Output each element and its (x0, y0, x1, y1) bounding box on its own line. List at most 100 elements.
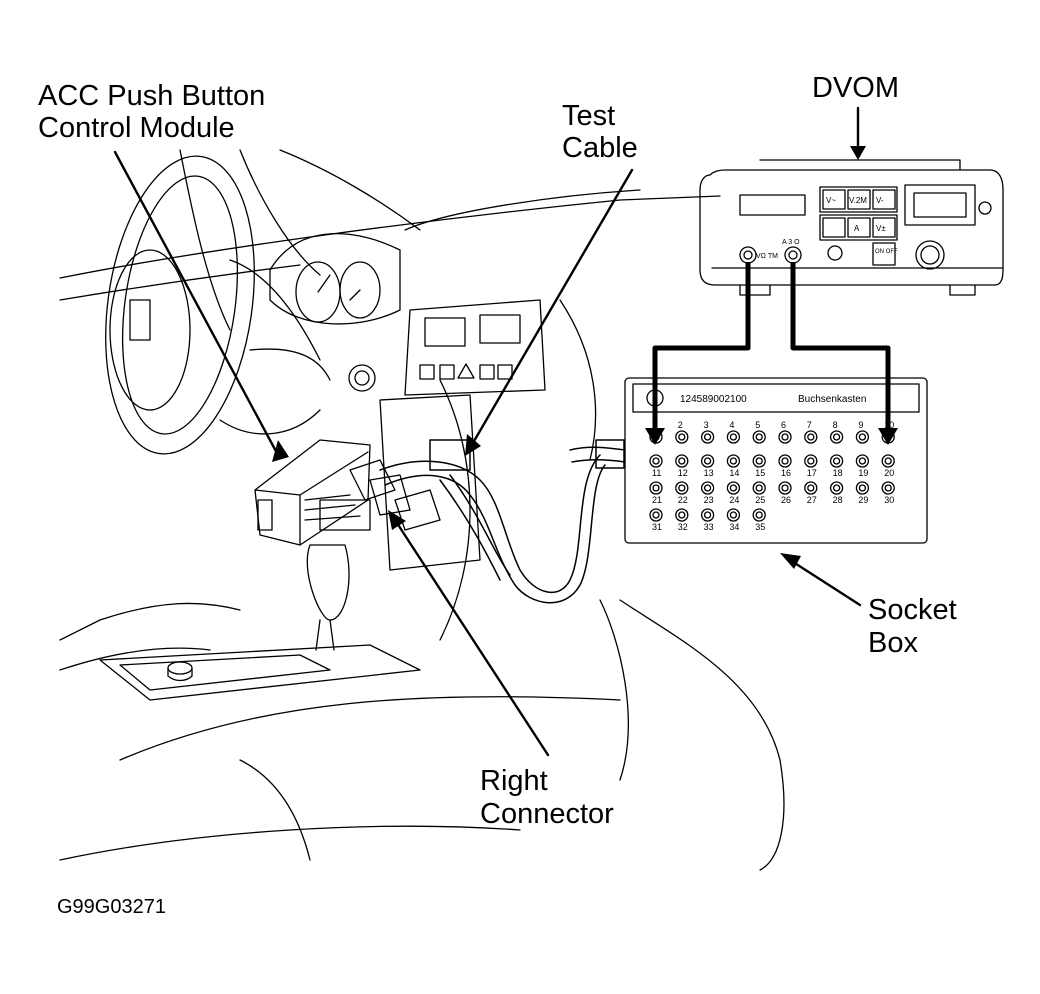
socket-number: 25 (755, 495, 765, 505)
socket-number: 29 (858, 495, 868, 505)
dvom-button-label-2: V.2M (849, 196, 867, 205)
socket-jack: 2 (675, 420, 689, 444)
socket-number: 7 (807, 420, 812, 430)
socket-jack: 14 (726, 454, 741, 478)
socket-jack: 29 (855, 481, 870, 505)
dvom-button-label-5: V± (876, 224, 886, 233)
socket-number: 18 (833, 468, 843, 478)
socket-box-part-number: 124589002100 (680, 394, 747, 405)
socket-number: 9 (858, 420, 863, 430)
socket-number: 30 (884, 495, 894, 505)
dvom-button-label-3: V- (876, 196, 884, 205)
socket-jack: 12 (675, 454, 689, 478)
socket-number: 16 (781, 468, 791, 478)
socket-number: 31 (652, 522, 662, 532)
socket-jack: 31 (649, 508, 663, 532)
socket-number: 22 (678, 495, 688, 505)
acc-leader (113, 150, 280, 457)
socket-number: 6 (781, 420, 786, 430)
socket-jack: 17 (804, 454, 818, 478)
socket-jack: 16 (778, 454, 792, 478)
socket-jack: 11 (649, 454, 663, 478)
steering-wheel (105, 155, 331, 455)
gear-shift (99, 544, 421, 701)
socket-number: 32 (678, 522, 688, 532)
socket-number: 8 (833, 420, 838, 430)
dvom-label: DVOM (812, 72, 899, 104)
socket-jack: 13 (700, 454, 715, 478)
socket-number: 12 (678, 468, 688, 478)
dvom-button-label-1: V~ (826, 196, 836, 205)
socket-jack: 20 (881, 454, 895, 478)
test-cable-label-line1: Test (562, 100, 616, 132)
center-console (348, 299, 546, 571)
socket-jack: 15 (752, 454, 766, 478)
socket-jack: 4 (726, 420, 741, 444)
acc-module-label-line2: Control Module (38, 112, 235, 144)
socket-number: 26 (781, 495, 791, 505)
socket-number: 13 (704, 468, 714, 478)
socket-number: 21 (652, 495, 662, 505)
test-cable-drawing (379, 439, 626, 604)
socket-jack: 26 (778, 481, 792, 505)
socket-number: 3 (704, 420, 709, 430)
socket-number: 14 (729, 468, 739, 478)
socket-number: 23 (704, 495, 714, 505)
dvom-power-label: ON OFF (875, 249, 898, 255)
socket-number: 35 (755, 522, 765, 532)
socket-box-label-line2: Box (868, 627, 918, 659)
socket-jack: 24 (726, 481, 741, 505)
dvom-jack-right-label: A 3 O (782, 239, 800, 246)
socket-jack: 5 (752, 420, 766, 444)
socket-number: 33 (704, 522, 714, 532)
socket-box-name: Buchsenkasten (798, 394, 866, 405)
socket-jack: 35 (752, 508, 766, 532)
socket-jack: 19 (855, 454, 870, 478)
socket-number: 17 (807, 468, 817, 478)
right-connector-label-line1: Right (480, 765, 548, 797)
socket-number: 19 (858, 468, 868, 478)
socket-jack: 30 (881, 481, 895, 505)
socket-number: 2 (678, 420, 683, 430)
socket-number: 5 (755, 420, 760, 430)
socket-number: 15 (755, 468, 765, 478)
socket-jack: 7 (804, 420, 818, 444)
right-connector-leader (393, 518, 550, 757)
acc-module-label-line1: ACC Push Button (38, 80, 266, 112)
instrument-cluster (269, 232, 401, 325)
socket-number: 34 (729, 522, 739, 532)
socket-jack: 23 (700, 481, 715, 505)
socket-number: 28 (833, 495, 843, 505)
test-cable-label-line2: Cable (562, 132, 638, 164)
test-cable-leader (468, 168, 634, 450)
socket-jack: 18 (829, 454, 844, 478)
socket-jack: 34 (726, 508, 741, 532)
probe-leads (652, 262, 891, 430)
socket-jack: 22 (675, 481, 689, 505)
socket-number: 20 (884, 468, 894, 478)
socket-number: 11 (652, 468, 661, 478)
socket-jack: 3 (700, 420, 715, 444)
right-connector-label-line2: Connector (480, 798, 614, 830)
socket-jack: 32 (675, 508, 689, 532)
socket-number: 27 (807, 495, 817, 505)
dvom-jack-left-label: VΩ TM (756, 253, 778, 260)
probe-arrowheads (645, 428, 898, 445)
socket-box-label-line1: Socket (868, 594, 957, 626)
socket-jack: 25 (752, 481, 766, 505)
socket-number: 4 (729, 420, 734, 430)
dvom-drawing (699, 159, 1004, 296)
leader-arrowheads (272, 146, 866, 569)
dvom-button-label-4: A (854, 224, 860, 233)
socket-jack: 27 (804, 481, 818, 505)
leader-lines (113, 106, 862, 757)
socket-box-leader (788, 558, 862, 607)
socket-jack: 9 (855, 420, 870, 444)
socket-jack: 33 (700, 508, 715, 532)
socket-jack: 6 (778, 420, 792, 444)
socket-jack: 28 (829, 481, 844, 505)
socket-jack: 21 (649, 481, 663, 505)
